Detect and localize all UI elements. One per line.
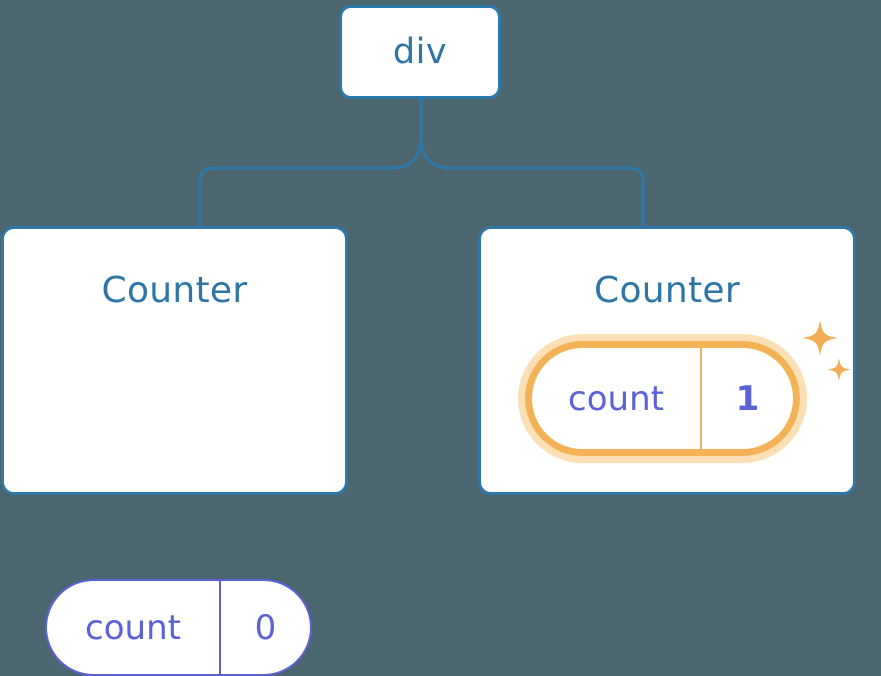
root-node-label: div [392, 31, 448, 72]
state-pill-body[interactable]: count 1 [525, 341, 800, 456]
component-title: Counter [594, 270, 740, 311]
state-value-label: 0 [254, 607, 277, 648]
component-title: Counter [101, 270, 248, 311]
connector-to-left-child [198, 134, 423, 228]
state-pill-key-cell: count [47, 581, 221, 674]
state-pill-count-highlighted[interactable]: count 1 [518, 334, 807, 463]
state-pill-value-cell: 0 [221, 581, 310, 674]
state-pill-value-cell: 1 [702, 348, 793, 449]
state-key-label: count [85, 607, 181, 648]
state-pill-glow-ring [518, 334, 807, 463]
connector-to-right-child [419, 97, 645, 228]
state-pill-count[interactable]: count 0 [45, 579, 312, 676]
root-node-div[interactable]: div [339, 5, 501, 99]
state-value-label: 1 [735, 378, 760, 419]
component-card-counter-left[interactable]: Counter count 0 [1, 226, 348, 676]
state-key-label: count [568, 378, 664, 419]
state-pill-key-cell: count [532, 348, 702, 449]
diagram-canvas: div Counter count 0 Counter count 1 [1, 5, 856, 676]
tree-connectors [198, 97, 645, 228]
